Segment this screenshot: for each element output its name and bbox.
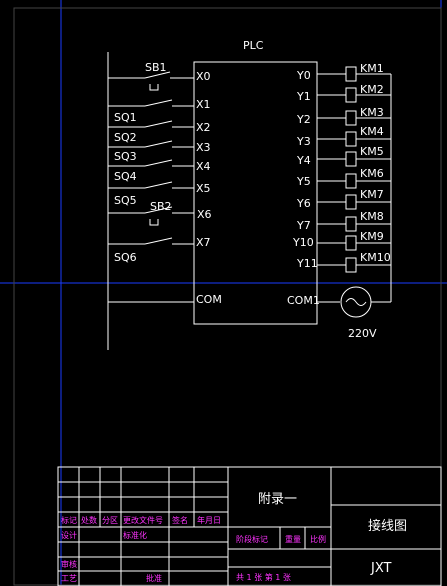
- input-rungs: [108, 71, 194, 303]
- input-device-sq5: SQ5: [114, 194, 137, 207]
- rev-header-change-doc: 更改文件号: [123, 515, 163, 525]
- terminal-com1: COM1: [287, 294, 320, 307]
- input-device-sb1: SB1: [145, 61, 167, 74]
- plc-label: PLC: [243, 39, 264, 52]
- input-device-sq4: SQ4: [114, 170, 137, 183]
- terminal-x0: X0: [196, 70, 211, 83]
- terminal-x5: X5: [196, 182, 211, 195]
- rev-header-signature: 签名: [172, 515, 188, 525]
- terminal-y5: Y5: [296, 175, 311, 188]
- row-standard: 标准化: [123, 530, 147, 540]
- terminal-x3: X3: [196, 141, 211, 154]
- scale-label: 比例: [310, 534, 326, 544]
- input-device-sq3: SQ3: [114, 150, 137, 163]
- row-process: 工艺: [61, 574, 77, 583]
- input-device-sq1: SQ1: [114, 111, 137, 124]
- row-approve: 批准: [146, 573, 162, 583]
- relay-km3: KM3: [360, 106, 384, 119]
- terminal-y10: Y10: [292, 236, 314, 249]
- drawing-title: 接线图: [368, 518, 407, 534]
- stage-mark: 阶段标记: [236, 534, 268, 544]
- terminal-y7: Y7: [296, 219, 311, 232]
- relay-km9: KM9: [360, 230, 384, 243]
- terminal-y1: Y1: [296, 90, 311, 103]
- title-block: [57, 466, 442, 586]
- terminal-y0: Y0: [296, 69, 311, 82]
- terminal-y3: Y3: [296, 135, 311, 148]
- terminal-x1: X1: [196, 98, 211, 111]
- relay-km6: KM6: [360, 167, 384, 180]
- terminal-x2: X2: [196, 121, 211, 134]
- relay-km7: KM7: [360, 188, 384, 201]
- terminal-x6: X6: [197, 208, 212, 221]
- terminal-y6: Y6: [296, 197, 311, 210]
- row-review: 审核: [61, 559, 77, 569]
- relay-km1: KM1: [360, 62, 384, 75]
- relay-km2: KM2: [360, 83, 384, 96]
- relay-km4: KM4: [360, 125, 384, 138]
- output-rungs: [317, 66, 392, 318]
- input-device-sq2: SQ2: [114, 131, 137, 144]
- terminal-y11: Y11: [296, 257, 318, 270]
- rev-header-mark: 标记: [61, 515, 77, 525]
- relay-km10: KM10: [360, 251, 391, 264]
- rev-header-date: 年月日: [197, 515, 221, 525]
- supply-voltage: 220V: [348, 327, 377, 340]
- sheet-count: 共 1 张 第 1 张: [236, 572, 291, 582]
- terminal-y4: Y4: [296, 154, 311, 167]
- relay-km8: KM8: [360, 210, 384, 223]
- appendix-label: 附录一: [258, 492, 297, 507]
- drawing-code: JXT: [370, 561, 392, 576]
- input-device-sb2: SB2: [150, 200, 172, 213]
- weight-label: 重量: [285, 534, 301, 544]
- rev-header-zone: 分区: [102, 516, 118, 525]
- relay-km5: KM5: [360, 145, 384, 158]
- terminal-y2: Y2: [296, 113, 311, 126]
- terminal-x7: X7: [196, 236, 211, 249]
- row-design: 设计: [61, 530, 77, 540]
- rev-header-count: 处数: [81, 515, 97, 525]
- terminal-x4: X4: [196, 160, 211, 173]
- input-device-sq6: SQ6: [114, 251, 137, 264]
- terminal-com: COM: [196, 293, 222, 306]
- plc-block: [193, 61, 318, 325]
